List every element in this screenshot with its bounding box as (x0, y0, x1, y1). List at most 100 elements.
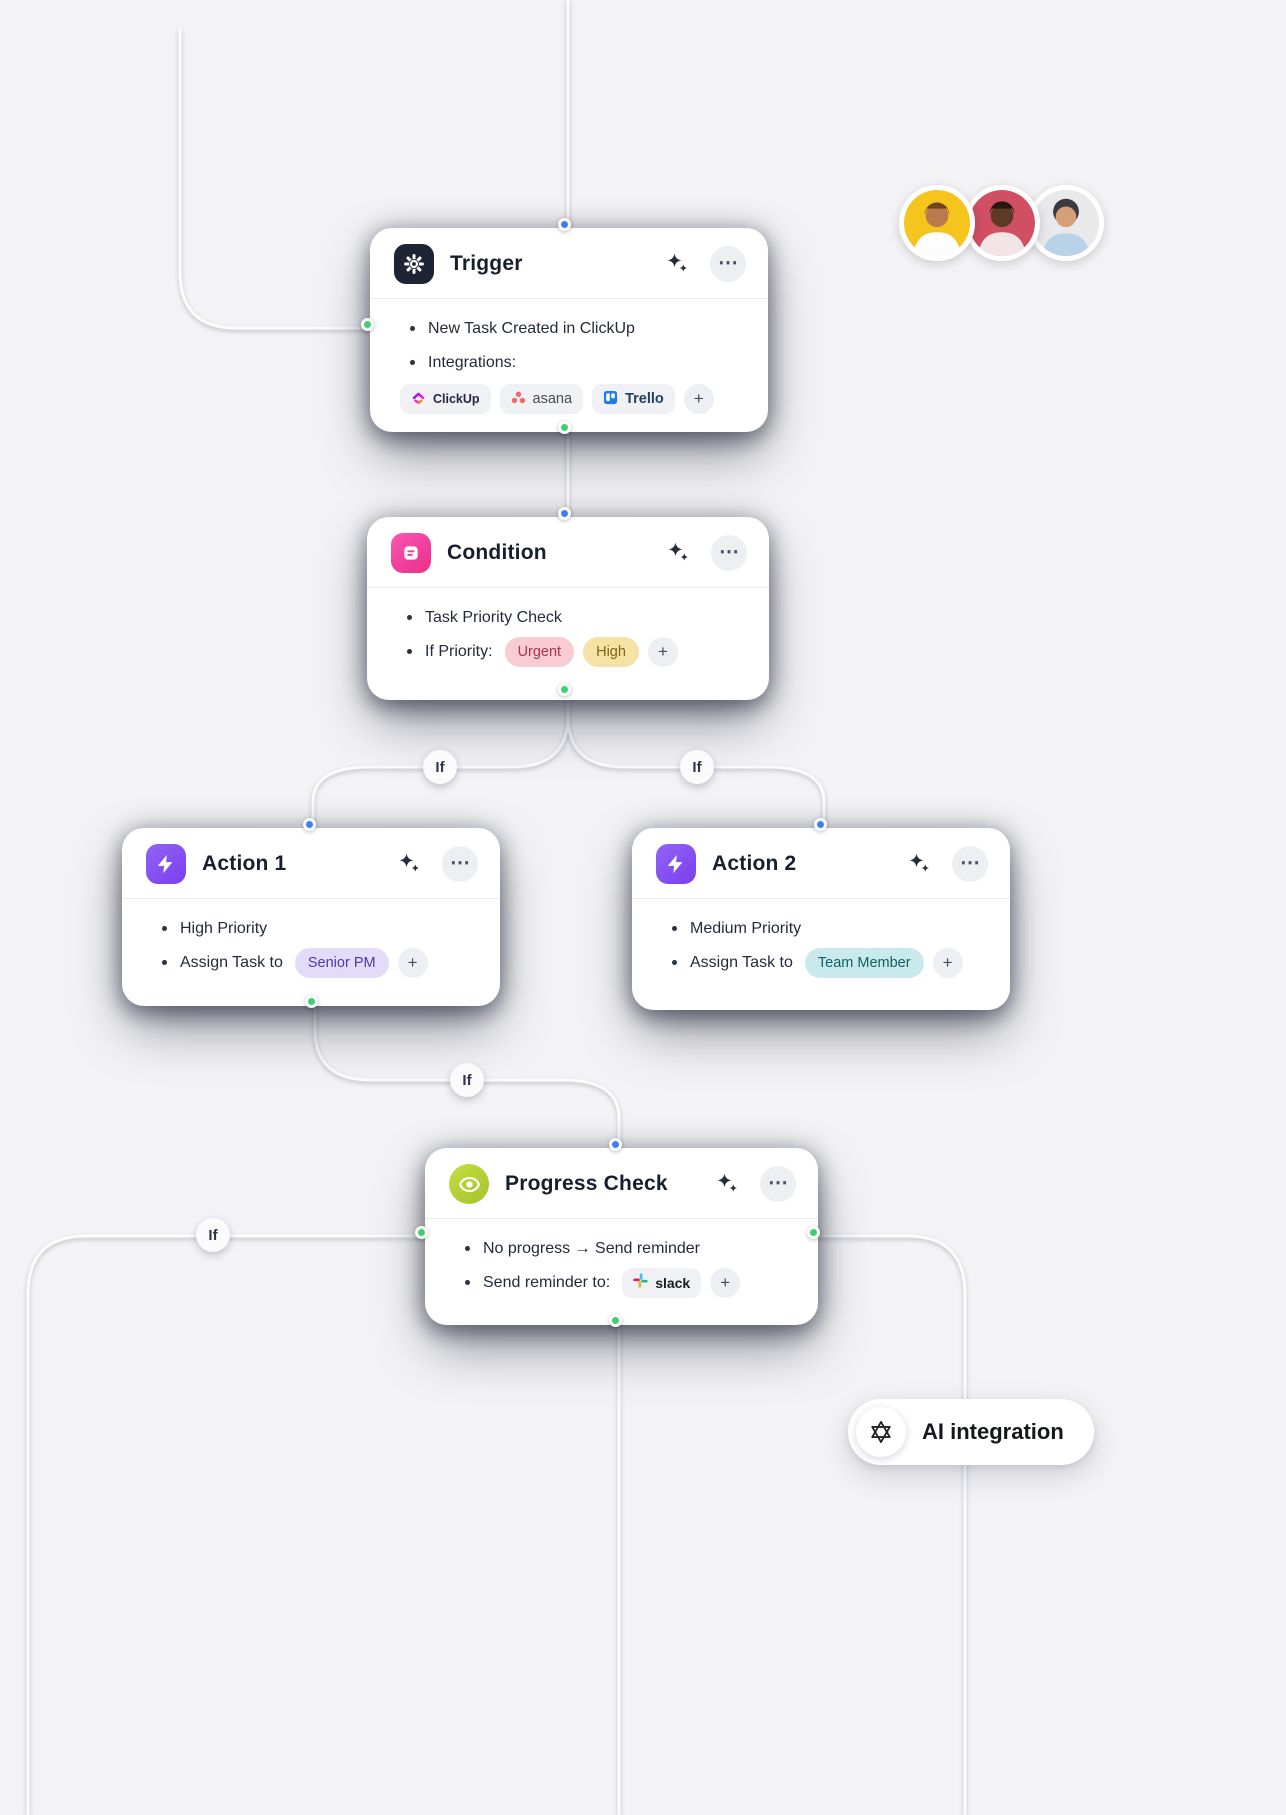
avatar[interactable] (1028, 185, 1104, 261)
ai-sparkle-button[interactable] (660, 247, 694, 281)
clickup-icon (411, 390, 426, 409)
add-reminder-channel-button[interactable]: + (710, 1267, 741, 1298)
connection-point-out[interactable] (609, 1314, 622, 1327)
bullet-dot (407, 649, 412, 654)
ai-integration-label: AI integration (922, 1419, 1064, 1444)
connection-point-out[interactable] (305, 995, 318, 1008)
asana-label: asana (532, 391, 573, 407)
connection-point-out[interactable] (415, 1226, 428, 1239)
connection-point-in[interactable] (814, 818, 827, 831)
connector-progress-left-exit (26, 1234, 423, 1815)
connection-point-out[interactable] (807, 1226, 820, 1239)
connector-progress-right-to-ai (815, 1234, 967, 1815)
trello-chip[interactable]: Trello (592, 384, 675, 414)
progress-check-node[interactable]: Progress Check ⋯ No progress → Send remi… (425, 1148, 818, 1325)
avatar[interactable] (964, 185, 1040, 261)
connection-point-out[interactable] (361, 318, 374, 331)
send-reminder-label: Send reminder to: (483, 1273, 611, 1291)
connection-point-in[interactable] (609, 1138, 622, 1151)
sparkle-icon (715, 1171, 739, 1198)
action-bullet-row: High Priority (152, 913, 478, 944)
asana-chip[interactable]: asana (499, 384, 584, 414)
condition-check-text: Task Priority Check (425, 608, 562, 626)
connection-point-out[interactable] (558, 421, 571, 434)
slack-chip[interactable]: slack (622, 1267, 702, 1298)
assignee-chip-senior-pm[interactable]: Senior PM (294, 947, 389, 978)
node-title: Trigger (450, 252, 523, 275)
add-assignee-button[interactable]: + (397, 947, 428, 978)
more-options-button[interactable]: ⋯ (760, 1166, 796, 1202)
trigger-event-text: New Task Created in ClickUp (428, 319, 635, 337)
clickup-label: ClickUp (433, 392, 480, 406)
sparkle-icon (665, 251, 689, 278)
action-bullet-row: Medium Priority (662, 913, 988, 944)
openai-icon (856, 1407, 906, 1457)
connection-point-out[interactable] (558, 683, 571, 696)
add-integration-button[interactable]: + (683, 384, 714, 414)
more-options-button[interactable]: ⋯ (442, 846, 478, 882)
ellipsis-icon: ⋯ (719, 540, 739, 563)
connection-point-in[interactable] (303, 818, 316, 831)
lightning-icon (146, 844, 186, 884)
ai-integration-pill[interactable]: AI integration (848, 1399, 1094, 1465)
more-options-button[interactable]: ⋯ (710, 246, 746, 282)
asana-icon (511, 390, 526, 409)
sparkle-icon (666, 540, 690, 567)
ellipsis-icon: ⋯ (718, 251, 738, 274)
if-branch-badge: If (680, 750, 714, 784)
action2-node[interactable]: Action 2 ⋯ Medium Priority Assign Task t… (632, 828, 1010, 1010)
more-options-button[interactable]: ⋯ (711, 535, 747, 571)
node-title: Action 2 (712, 852, 797, 875)
action-assign-row: Assign Task to Senior PM + (152, 947, 478, 978)
if-branch-badge: If (196, 1218, 230, 1252)
node-title: Condition (447, 541, 547, 564)
connection-point-in[interactable] (558, 507, 571, 520)
node-title: Action 1 (202, 852, 287, 875)
connector-left-to-trigger (178, 28, 370, 330)
trello-label: Trello (625, 391, 664, 407)
ellipsis-icon: ⋯ (450, 851, 470, 874)
add-assignee-button[interactable]: + (932, 947, 963, 978)
condition-bullet-row: Task Priority Check (397, 602, 747, 633)
connection-point-in[interactable] (558, 218, 571, 231)
bullet-dot (162, 926, 167, 931)
condition-priority-row: If Priority: Urgent High + (397, 636, 747, 667)
more-options-button[interactable]: ⋯ (952, 846, 988, 882)
priority-chip-urgent[interactable]: Urgent (504, 636, 575, 667)
if-branch-badge: If (450, 1063, 484, 1097)
ai-sparkle-button[interactable] (392, 847, 426, 881)
node-title: Progress Check (505, 1172, 668, 1195)
bullet-dot (672, 960, 677, 965)
action-assign-row: Assign Task to Team Member + (662, 947, 988, 978)
add-priority-button[interactable]: + (647, 636, 678, 667)
ellipsis-icon: ⋯ (768, 1171, 788, 1194)
clickup-chip[interactable]: ClickUp (400, 384, 491, 414)
integrations-label: Integrations: (428, 353, 517, 371)
bullet-dot (465, 1246, 470, 1251)
if-branch-badge: If (423, 750, 457, 784)
priority-chip-high[interactable]: High (583, 636, 639, 667)
bullet-dot (162, 960, 167, 965)
action1-node[interactable]: Action 1 ⋯ High Priority Assign Task to … (122, 828, 500, 1006)
avatar[interactable] (899, 185, 975, 261)
assignee-chip-team-member[interactable]: Team Member (804, 947, 924, 978)
condition-node[interactable]: Condition ⋯ Task Priority Check If Prior… (367, 517, 769, 700)
avatar-photo (904, 190, 970, 256)
ai-sparkle-button[interactable] (710, 1167, 744, 1201)
card-divider (122, 898, 500, 899)
card-divider (632, 898, 1010, 899)
slack-icon (633, 1273, 648, 1292)
ai-sparkle-button[interactable] (661, 536, 695, 570)
gear-icon (394, 244, 434, 284)
trello-icon (603, 390, 618, 409)
no-progress-text: No progress → Send reminder (483, 1239, 700, 1257)
slack-label: slack (655, 1274, 691, 1291)
sparkle-icon (907, 851, 931, 878)
ai-sparkle-button[interactable] (902, 847, 936, 881)
ellipsis-icon: ⋯ (960, 851, 980, 874)
avatar-photo (1033, 190, 1099, 256)
bullet-dot (672, 926, 677, 931)
integration-chips-row: ClickUp asana Trello (400, 384, 746, 414)
avatar-photo (969, 190, 1035, 256)
trigger-node[interactable]: Trigger ⋯ New Task Created in ClickUp In… (370, 228, 768, 432)
